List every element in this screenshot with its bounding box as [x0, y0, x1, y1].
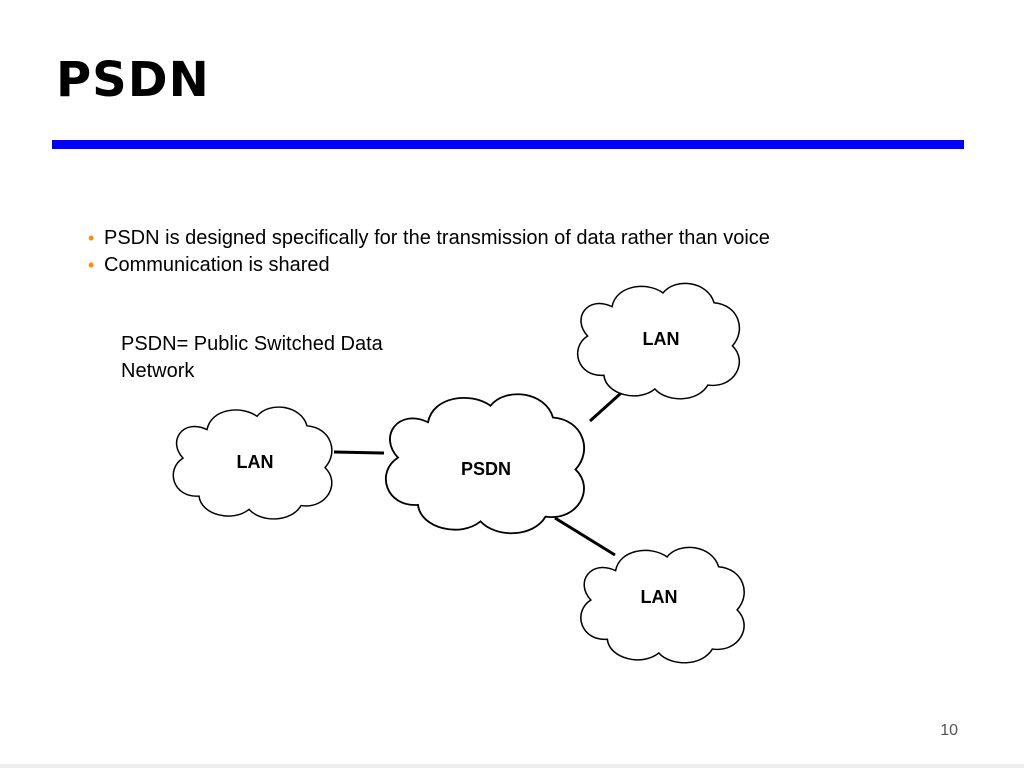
bullet-item: • PSDN is designed specifically for the t…	[88, 225, 770, 252]
lan-cloud-bottom-right	[580, 546, 745, 664]
bullet-dot-icon: •	[88, 228, 95, 248]
bullet-text: Communication is shared	[104, 254, 330, 276]
link-psdn-lan-top-right	[588, 383, 632, 423]
link-psdn-lan-bottom-right	[554, 516, 616, 557]
definition-line-1: PSDN= Public Switched Data	[121, 333, 383, 355]
lan-cloud-top-right	[576, 282, 741, 400]
page-number: 10	[940, 722, 958, 739]
lan-cloud-left	[172, 406, 333, 520]
psdn-cloud	[384, 393, 586, 535]
definition-line-2: Network	[121, 360, 195, 382]
psdn-cloud-label: PSDN	[461, 459, 511, 479]
slide-title: PSDN	[56, 52, 210, 108]
link-psdn-lan-left	[333, 450, 385, 455]
lan-cloud-bottom-right-label: LAN	[641, 587, 678, 607]
lan-cloud-left-label: LAN	[237, 452, 274, 472]
slide-bottom-strip	[0, 764, 1024, 768]
bullet-text: PSDN is designed specifically for the tr…	[104, 227, 770, 249]
title-underline	[52, 140, 964, 149]
bullet-dot-icon: •	[88, 255, 95, 275]
definition-text: PSDN= Public Switched Data Network	[121, 331, 441, 385]
lan-cloud-top-right-label: LAN	[643, 329, 680, 349]
bullet-list: • PSDN is designed specifically for the t…	[88, 225, 770, 279]
bullet-item: • Communication is shared	[88, 252, 770, 279]
